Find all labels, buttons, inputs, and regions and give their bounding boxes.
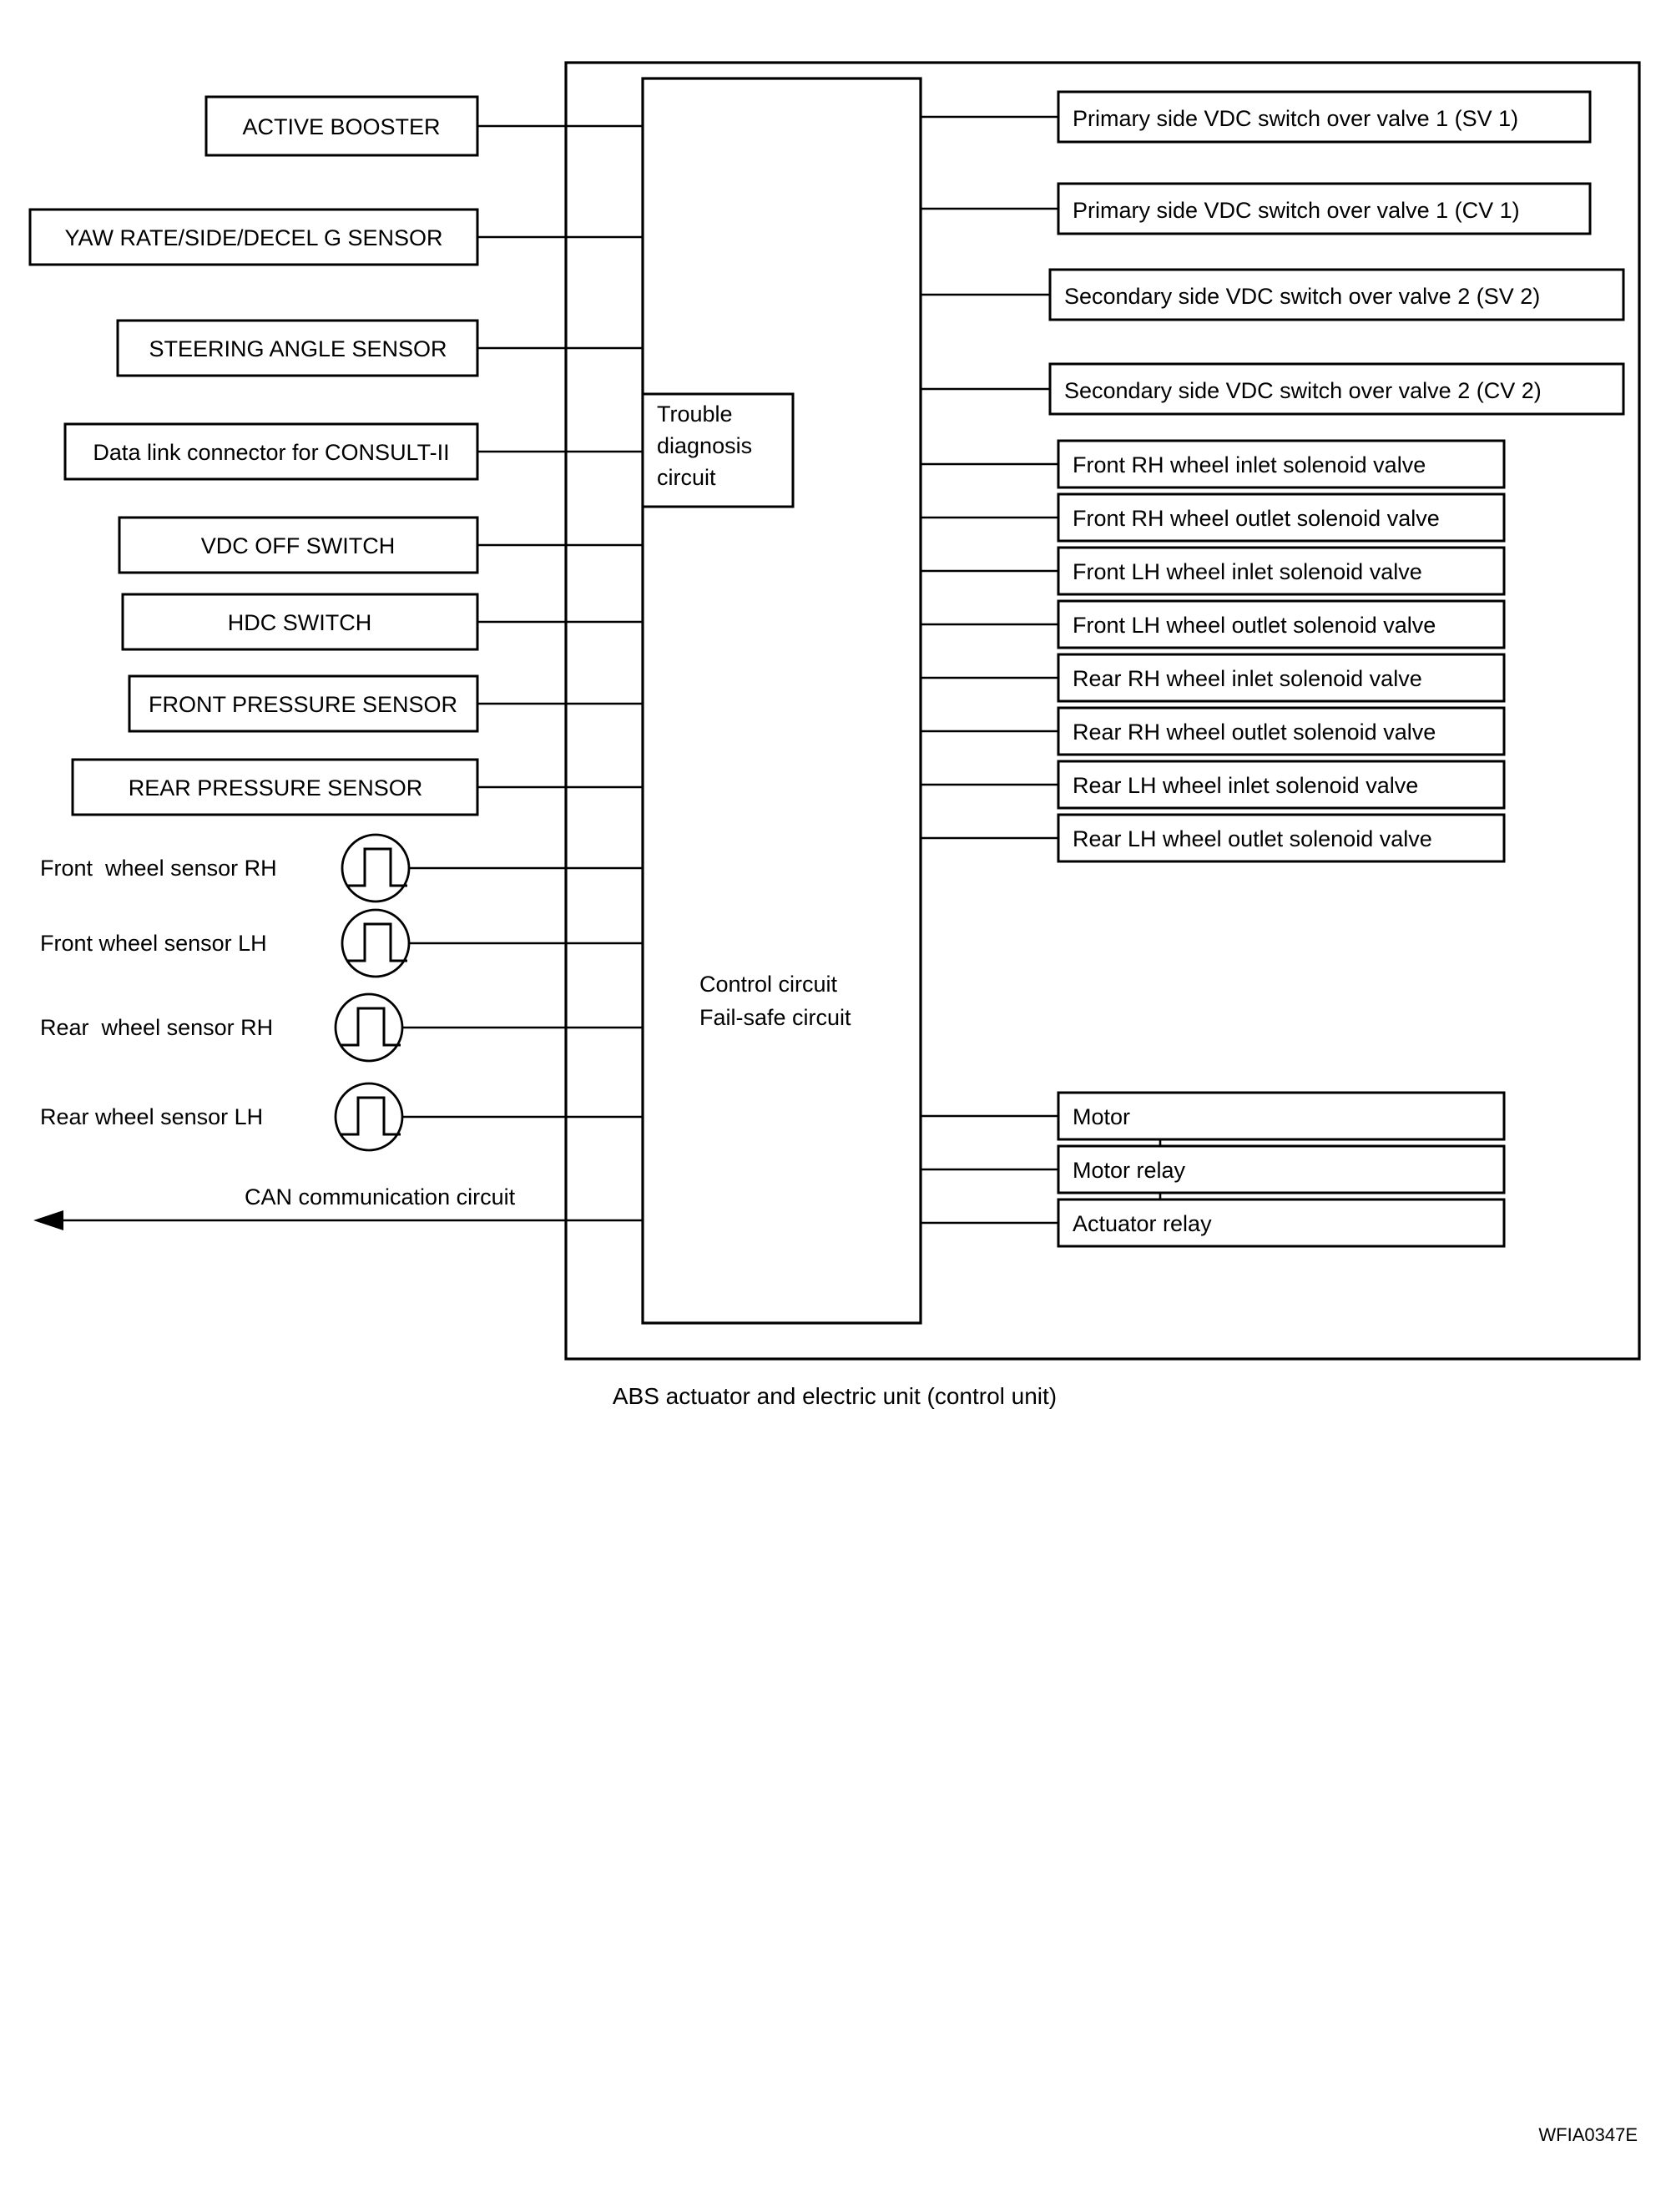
output-label-actuator-relay: Actuator relay bbox=[1073, 1211, 1212, 1236]
trouble-diagnosis-box bbox=[641, 392, 795, 508]
output-node-front-lh-outlet[interactable]: Front LH wheel outlet solenoid valve bbox=[921, 599, 1506, 649]
output-box-front-lh-inlet bbox=[1057, 546, 1506, 596]
output-box-front-rh-outlet bbox=[1057, 492, 1506, 543]
output-label-sv1: Primary side VDC switch over valve 1 (SV… bbox=[1073, 106, 1518, 131]
output-node-front-lh-inlet[interactable]: Front LH wheel inlet solenoid valve bbox=[921, 546, 1506, 596]
input-box-data-link-connector bbox=[63, 422, 479, 481]
output-node-rear-rh-inlet[interactable]: Rear RH wheel inlet solenoid valve bbox=[921, 653, 1506, 703]
wheel-sensor-rear-rh[interactable]: Rear wheel sensor RH bbox=[40, 992, 643, 1063]
output-node-rear-lh-outlet[interactable]: Rear LH wheel outlet solenoid valve bbox=[921, 813, 1506, 863]
abs-unit-boundary bbox=[564, 61, 1641, 1361]
output-label-sv2: Secondary side VDC switch over valve 2 (… bbox=[1064, 284, 1540, 309]
pulse-sensor-icon bbox=[334, 1082, 404, 1152]
input-node-front-pressure-sensor[interactable]: FRONT PRESSURE SENSOR bbox=[128, 674, 643, 733]
output-box-front-lh-outlet bbox=[1057, 599, 1506, 649]
figure-id: WFIA0347E bbox=[1538, 2124, 1638, 2145]
output-label-cv2: Secondary side VDC switch over valve 2 (… bbox=[1064, 378, 1542, 403]
can-communication-label: CAN communication circuit bbox=[245, 1184, 516, 1210]
output-box-motor-relay bbox=[1057, 1144, 1506, 1194]
input-label-front-pressure-sensor: FRONT PRESSURE SENSOR bbox=[149, 692, 457, 717]
output-node-cv2[interactable]: Secondary side VDC switch over valve 2 (… bbox=[921, 362, 1625, 416]
pulse-waveform-icon bbox=[340, 1096, 401, 1136]
output-label-front-rh-outlet: Front RH wheel outlet solenoid valve bbox=[1073, 506, 1440, 531]
output-label-front-lh-outlet: Front LH wheel outlet solenoid valve bbox=[1073, 613, 1436, 638]
input-node-vdc-off-switch[interactable]: VDC OFF SWITCH bbox=[118, 516, 643, 574]
output-box-rear-lh-inlet bbox=[1057, 760, 1506, 810]
output-node-rear-rh-outlet[interactable]: Rear RH wheel outlet solenoid valve bbox=[921, 706, 1506, 756]
input-label-active-booster: ACTIVE BOOSTER bbox=[242, 114, 440, 139]
wheel-sensor-label-rear-rh: Rear wheel sensor RH bbox=[40, 1015, 273, 1040]
pulse-sensor-icon bbox=[341, 908, 411, 978]
output-box-rear-rh-outlet bbox=[1057, 706, 1506, 756]
output-node-motor[interactable]: Motor bbox=[921, 1091, 1506, 1141]
wheel-sensor-rear-lh[interactable]: Rear wheel sensor LH bbox=[40, 1082, 643, 1152]
input-box-yaw-rate-sensor bbox=[28, 208, 479, 266]
output-node-motor-relay[interactable]: Motor relay bbox=[921, 1144, 1506, 1194]
can-communication-circuit: CAN communication circuit bbox=[33, 1184, 643, 1230]
output-label-front-rh-inlet: Front RH wheel inlet solenoid valve bbox=[1073, 452, 1426, 477]
output-label-cv1: Primary side VDC switch over valve 1 (CV… bbox=[1073, 198, 1520, 223]
input-label-hdc-switch: HDC SWITCH bbox=[228, 610, 371, 635]
wheel-sensor-label-front-lh: Front wheel sensor LH bbox=[40, 931, 267, 956]
input-node-rear-pressure-sensor[interactable]: REAR PRESSURE SENSOR bbox=[71, 758, 643, 816]
input-box-hdc-switch bbox=[121, 593, 479, 651]
input-box-front-pressure-sensor bbox=[128, 674, 479, 733]
output-label-rear-lh-inlet: Rear LH wheel inlet solenoid valve bbox=[1073, 773, 1418, 798]
wheel-sensor-front-rh[interactable]: Front wheel sensor RH bbox=[40, 833, 643, 903]
pulse-waveform-icon bbox=[346, 847, 407, 887]
output-node-rear-lh-inlet[interactable]: Rear LH wheel inlet solenoid valve bbox=[921, 760, 1506, 810]
input-label-yaw-rate-sensor: YAW RATE/SIDE/DECEL G SENSOR bbox=[64, 225, 442, 250]
output-label-rear-lh-outlet: Rear LH wheel outlet solenoid valve bbox=[1073, 826, 1432, 851]
output-box-cv1 bbox=[1057, 182, 1592, 235]
can-arrow-icon bbox=[33, 1210, 63, 1230]
pulse-waveform-icon bbox=[346, 922, 407, 962]
input-label-data-link-connector: Data link connector for CONSULT-II bbox=[93, 440, 449, 465]
output-box-rear-rh-inlet bbox=[1057, 653, 1506, 703]
control-circuit-line2: Fail-safe circuit bbox=[699, 1005, 851, 1030]
output-label-motor: Motor bbox=[1073, 1104, 1130, 1129]
output-box-front-rh-inlet bbox=[1057, 439, 1506, 489]
output-box-actuator-relay bbox=[1057, 1198, 1506, 1248]
output-box-sv1 bbox=[1057, 90, 1592, 144]
input-label-vdc-off-switch: VDC OFF SWITCH bbox=[201, 533, 395, 558]
input-node-steering-angle-sensor[interactable]: STEERING ANGLE SENSOR bbox=[116, 319, 643, 377]
input-box-active-booster bbox=[204, 95, 479, 157]
output-label-front-lh-inlet: Front LH wheel inlet solenoid valve bbox=[1073, 559, 1422, 584]
output-label-rear-rh-outlet: Rear RH wheel outlet solenoid valve bbox=[1073, 720, 1436, 745]
output-node-sv1[interactable]: Primary side VDC switch over valve 1 (SV… bbox=[921, 90, 1592, 144]
output-box-cv2 bbox=[1048, 362, 1625, 416]
output-box-motor bbox=[1057, 1091, 1506, 1141]
input-node-hdc-switch[interactable]: HDC SWITCH bbox=[121, 593, 643, 651]
input-label-steering-angle-sensor: STEERING ANGLE SENSOR bbox=[149, 336, 447, 361]
output-node-sv2[interactable]: Secondary side VDC switch over valve 2 (… bbox=[921, 268, 1625, 321]
output-label-rear-rh-inlet: Rear RH wheel inlet solenoid valve bbox=[1073, 666, 1422, 691]
pulse-sensor-icon bbox=[341, 833, 411, 903]
input-label-rear-pressure-sensor: REAR PRESSURE SENSOR bbox=[129, 775, 423, 800]
control-circuit-line1: Control circuit bbox=[699, 972, 838, 997]
wheel-sensor-label-front-rh: Front wheel sensor RH bbox=[40, 856, 277, 881]
output-node-front-rh-outlet[interactable]: Front RH wheel outlet solenoid valve bbox=[921, 492, 1506, 543]
output-box-sv2 bbox=[1048, 268, 1625, 321]
trouble-diagnosis-line1: Trouble bbox=[657, 401, 733, 427]
input-box-steering-angle-sensor bbox=[116, 319, 479, 377]
input-node-active-booster[interactable]: ACTIVE BOOSTER bbox=[204, 95, 643, 157]
trouble-diagnosis-line2: diagnosis bbox=[657, 433, 752, 458]
output-node-cv1[interactable]: Primary side VDC switch over valve 1 (CV… bbox=[921, 182, 1592, 235]
pulse-waveform-icon bbox=[340, 1007, 401, 1047]
control-unit-box bbox=[641, 77, 922, 1325]
output-box-rear-lh-outlet bbox=[1057, 813, 1506, 863]
input-node-data-link-connector[interactable]: Data link connector for CONSULT-II bbox=[63, 422, 643, 481]
input-node-yaw-rate-sensor[interactable]: YAW RATE/SIDE/DECEL G SENSOR bbox=[28, 208, 643, 266]
output-label-motor-relay: Motor relay bbox=[1073, 1158, 1186, 1183]
wheel-sensor-label-rear-lh: Rear wheel sensor LH bbox=[40, 1104, 263, 1129]
trouble-diagnosis-line3: circuit bbox=[657, 465, 716, 490]
figure-caption: ABS actuator and electric unit (control … bbox=[613, 1383, 1057, 1409]
wheel-sensor-front-lh[interactable]: Front wheel sensor LH bbox=[40, 908, 643, 978]
input-box-rear-pressure-sensor bbox=[71, 758, 479, 816]
output-node-actuator-relay[interactable]: Actuator relay bbox=[921, 1198, 1506, 1248]
pulse-sensor-icon bbox=[334, 992, 404, 1063]
output-node-front-rh-inlet[interactable]: Front RH wheel inlet solenoid valve bbox=[921, 439, 1506, 489]
